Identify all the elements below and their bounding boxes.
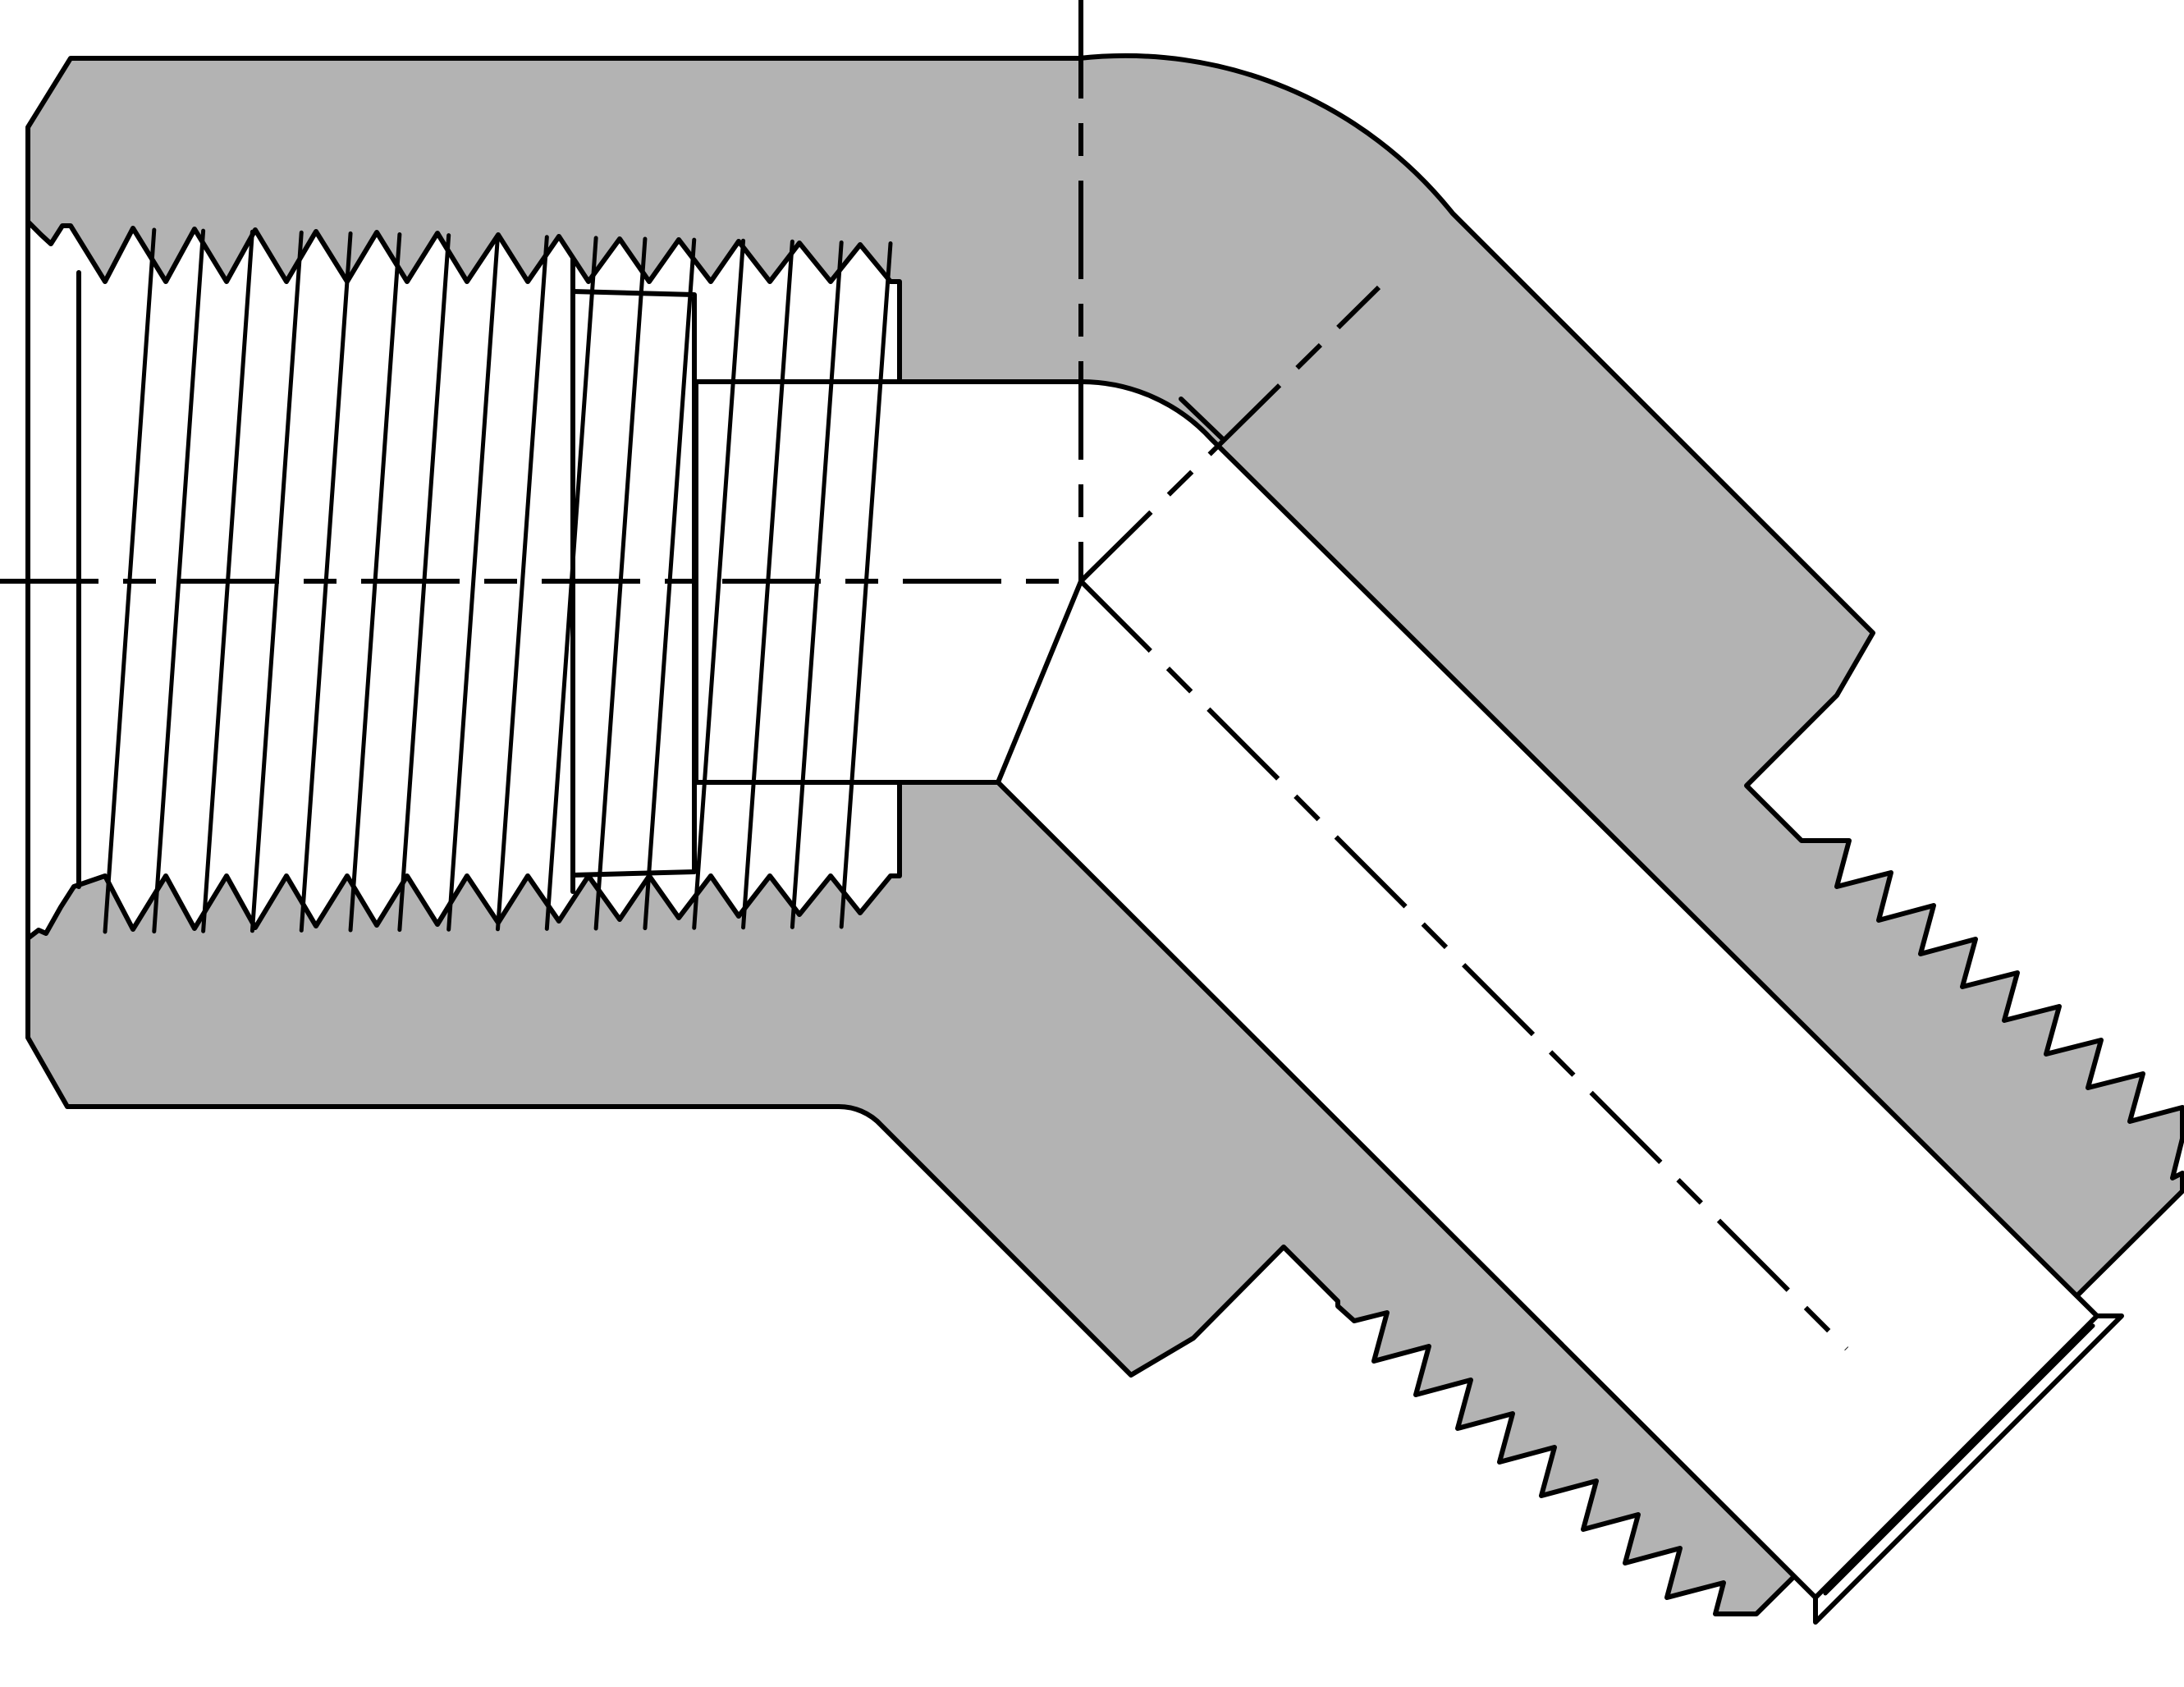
thread-flank-line <box>446 234 500 932</box>
branch-centerline-upper <box>1078 285 1381 584</box>
bore-branch-edge <box>1179 397 1225 442</box>
thread-flank-line <box>839 241 893 929</box>
internal-flow-bore <box>694 378 2099 1600</box>
thread-flank-line <box>496 235 549 932</box>
branch-centerline-lower <box>1078 579 1849 1351</box>
thread-flank-line <box>790 240 844 929</box>
thread-flank-line <box>643 237 697 931</box>
male-end-chamfer-line <box>1823 1323 2095 1596</box>
bore-cone-edge <box>996 579 1083 785</box>
thread-flank-line <box>692 238 746 930</box>
male-end-groove <box>1813 1313 2124 1625</box>
thread-flank-line <box>741 239 794 930</box>
thread-flank-line <box>152 228 206 934</box>
